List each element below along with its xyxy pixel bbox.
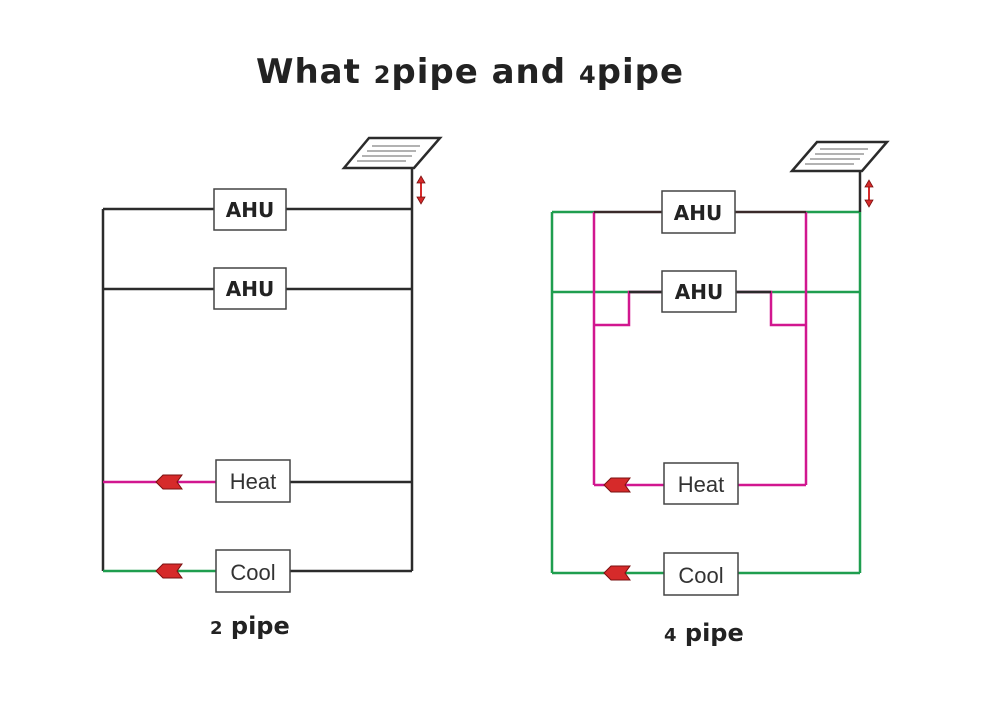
- flow-arrow-icon: [603, 477, 631, 493]
- four-pipe-system: AHU AHU Heat Cool: [550, 140, 890, 596]
- flow-arrow-icon: [155, 474, 183, 490]
- two-pipe-caption: 2 pipe: [210, 612, 290, 640]
- two-pipe-system: AHU AHU Heat Cool: [101, 136, 443, 593]
- ahu-unit-2: AHU: [213, 267, 287, 310]
- heat-source-label: Heat: [230, 469, 276, 494]
- ahu-unit-1-label: AHU: [674, 201, 722, 225]
- thermostat-icon: [341, 136, 443, 170]
- ahu-unit-1: AHU: [661, 190, 736, 234]
- flow-arrow-icon: [155, 563, 183, 579]
- flow-arrow-icon: [603, 565, 631, 581]
- cool-source-label: Cool: [230, 560, 275, 585]
- page-title: What 2pipe and 4pipe: [255, 52, 685, 92]
- thermostat-icon: [789, 140, 890, 173]
- ahu-unit-2-label: AHU: [675, 280, 723, 304]
- four-pipe-caption: 4 pipe: [664, 619, 744, 647]
- cool-source-label: Cool: [678, 563, 723, 588]
- ahu-unit-1-label: AHU: [226, 198, 274, 222]
- ahu-unit-1: AHU: [213, 188, 287, 231]
- heat-source: Heat: [663, 462, 739, 505]
- cool-source: Cool: [215, 549, 291, 593]
- heat-source-label: Heat: [678, 472, 724, 497]
- heat-branch-2a: [594, 290, 662, 327]
- heat-branch-2b: [736, 290, 806, 327]
- up-down-arrow-icon: [416, 175, 426, 205]
- up-down-arrow-icon: [864, 179, 874, 208]
- ahu-unit-2-label: AHU: [226, 277, 274, 301]
- ahu-unit-2: AHU: [661, 270, 737, 313]
- cool-source: Cool: [663, 552, 739, 596]
- heat-source: Heat: [215, 459, 291, 503]
